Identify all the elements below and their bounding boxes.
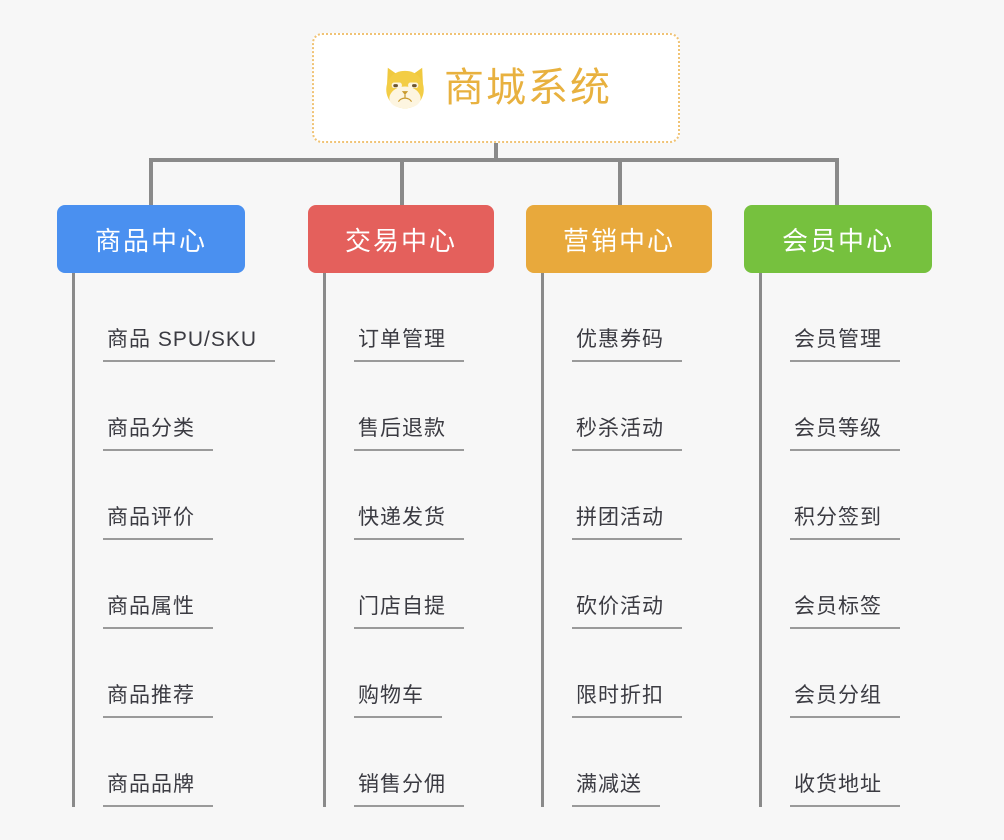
list-item[interactable]: 快递发货 (324, 451, 494, 540)
list-item[interactable]: 商品评价 (73, 451, 245, 540)
list-item-label: 商品分类 (103, 412, 213, 451)
category-label-3: 会员中心 (781, 225, 894, 256)
list-item-label: 订单管理 (354, 323, 464, 362)
connector-bus (149, 158, 839, 162)
list-item-label: 商品 SPU/SKU (103, 323, 276, 362)
column-rail-3 (759, 273, 762, 807)
list-item[interactable]: 会员管理 (760, 287, 932, 362)
item-list-1: 订单管理 售后退款 快递发货 门店自提 购物车 销售分佣 (308, 273, 494, 807)
list-item[interactable]: 商品品牌 (73, 718, 245, 807)
list-item-label: 限时折扣 (572, 679, 682, 718)
item-list-0: 商品 SPU/SKU 商品分类 商品评价 商品属性 商品推荐 商品品牌 (57, 273, 276, 807)
list-item-label: 商品评价 (103, 501, 213, 540)
list-item-label: 优惠券码 (572, 323, 682, 362)
list-item[interactable]: 购物车 (324, 629, 494, 718)
list-item[interactable]: 砍价活动 (542, 540, 712, 629)
column-rail-2 (541, 273, 544, 807)
connector-drop-2 (400, 158, 404, 206)
column-rail-0 (72, 273, 75, 807)
category-box-1[interactable]: 交易中心 (308, 205, 494, 273)
list-item[interactable]: 门店自提 (324, 540, 494, 629)
list-item[interactable]: 商品分类 (73, 362, 245, 451)
category-box-2[interactable]: 营销中心 (526, 205, 712, 273)
list-item[interactable]: 会员标签 (760, 540, 932, 629)
list-item-label: 拼团活动 (572, 501, 682, 540)
list-item[interactable]: 满减送 (542, 718, 712, 807)
list-item[interactable]: 商品 SPU/SKU (73, 287, 276, 362)
list-item-label: 会员等级 (790, 412, 900, 451)
list-item[interactable]: 积分签到 (760, 451, 932, 540)
connector-drop-3 (618, 158, 622, 206)
category-box-0[interactable]: 商品中心 (57, 205, 245, 273)
list-item-label: 会员管理 (790, 323, 900, 362)
column-会员中心: 会员中心 会员管理 会员等级 积分签到 会员标签 会员分组 收货地址 (744, 205, 932, 807)
connector-drop-1 (149, 158, 153, 206)
list-item[interactable]: 售后退款 (324, 362, 494, 451)
list-item[interactable]: 拼团活动 (542, 451, 712, 540)
connector-stem (494, 143, 498, 161)
list-item-label: 商品推荐 (103, 679, 213, 718)
list-item-label: 满减送 (572, 768, 660, 807)
column-商品中心: 商品中心 商品 SPU/SKU 商品分类 商品评价 商品属性 商品推荐 商品品牌 (57, 205, 276, 807)
connector-drop-4 (835, 158, 839, 206)
list-item[interactable]: 收货地址 (760, 718, 932, 807)
category-label-0: 商品中心 (94, 225, 207, 256)
column-rail-1 (323, 273, 326, 807)
list-item-label: 秒杀活动 (572, 412, 682, 451)
column-营销中心: 营销中心 优惠券码 秒杀活动 拼团活动 砍价活动 限时折扣 满减送 (526, 205, 712, 807)
item-list-2: 优惠券码 秒杀活动 拼团活动 砍价活动 限时折扣 满减送 (526, 273, 712, 807)
list-item-label: 销售分佣 (354, 768, 464, 807)
list-item-label: 售后退款 (354, 412, 464, 451)
list-item[interactable]: 商品推荐 (73, 629, 245, 718)
list-item-label: 购物车 (354, 679, 442, 718)
list-item[interactable]: 限时折扣 (542, 629, 712, 718)
list-item-label: 门店自提 (354, 590, 464, 629)
list-item[interactable]: 秒杀活动 (542, 362, 712, 451)
list-item[interactable]: 会员等级 (760, 362, 932, 451)
root-title: 商城系统 (444, 66, 612, 110)
list-item-label: 快递发货 (354, 501, 464, 540)
list-item[interactable]: 销售分佣 (324, 718, 494, 807)
list-item[interactable]: 订单管理 (324, 287, 494, 362)
list-item[interactable]: 会员分组 (760, 629, 932, 718)
list-item-label: 积分签到 (790, 501, 900, 540)
category-label-1: 交易中心 (344, 225, 457, 256)
list-item-label: 会员标签 (790, 590, 900, 629)
list-item-label: 商品品牌 (103, 768, 213, 807)
list-item-label: 商品属性 (103, 590, 213, 629)
list-item-label: 砍价活动 (572, 590, 682, 629)
list-item[interactable]: 商品属性 (73, 540, 245, 629)
list-item[interactable]: 优惠券码 (542, 287, 712, 362)
category-box-3[interactable]: 会员中心 (744, 205, 932, 273)
item-list-3: 会员管理 会员等级 积分签到 会员标签 会员分组 收货地址 (744, 273, 932, 807)
category-label-2: 营销中心 (562, 225, 675, 256)
shiba-dog-face-icon (380, 63, 430, 113)
list-item-label: 会员分组 (790, 679, 900, 718)
list-item-label: 收货地址 (790, 768, 900, 807)
root-node[interactable]: 商城系统 (312, 33, 680, 143)
column-交易中心: 交易中心 订单管理 售后退款 快递发货 门店自提 购物车 销售分佣 (308, 205, 494, 807)
